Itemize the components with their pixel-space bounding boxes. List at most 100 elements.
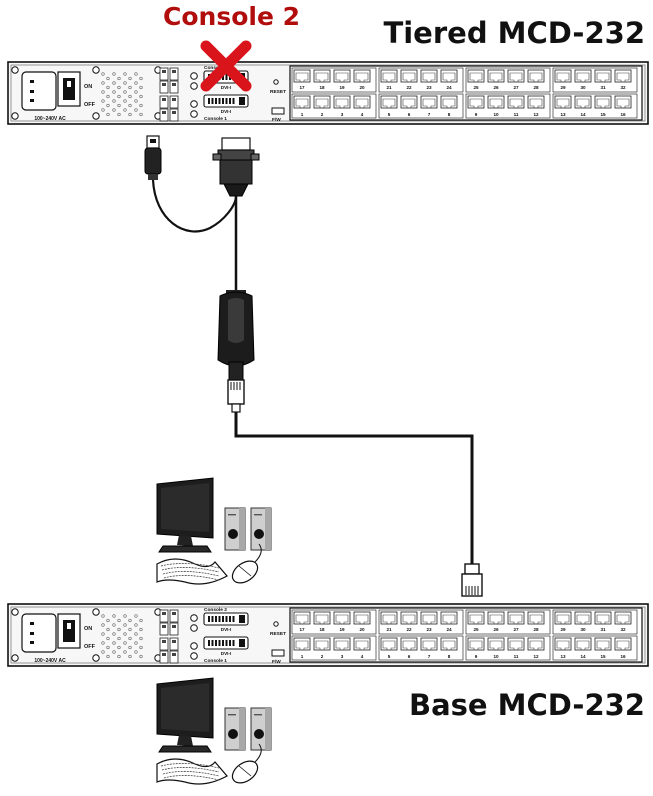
dvi-pin xyxy=(208,98,210,104)
fan-hole xyxy=(134,108,138,112)
jack xyxy=(614,637,632,651)
port-number-top: 23 xyxy=(426,627,432,632)
fan-hole xyxy=(139,636,143,641)
keyboard-keys xyxy=(163,575,220,581)
rj45-jack-icon xyxy=(293,637,311,651)
usb-plug-icon xyxy=(144,135,162,180)
rj45-jack-icon xyxy=(400,95,418,109)
jack xyxy=(400,611,418,625)
power-switch-rocker xyxy=(63,620,75,642)
dvi-pin xyxy=(208,616,210,622)
usb-port xyxy=(169,80,179,94)
jack xyxy=(487,637,505,651)
screw-icon xyxy=(11,112,19,120)
rj45-jack-icon xyxy=(574,637,592,651)
monitor-neck xyxy=(177,535,193,546)
keyboard-keys xyxy=(161,767,220,773)
port-number-bottom: 14 xyxy=(580,654,586,659)
port-group-top xyxy=(552,609,638,635)
jack xyxy=(420,69,438,83)
port-number-bottom: 6 xyxy=(408,112,411,117)
fan-hole xyxy=(101,90,105,94)
fan-hole xyxy=(106,112,110,117)
rj45-jack-icon xyxy=(353,637,371,651)
jack xyxy=(507,637,525,651)
speaker-slot xyxy=(254,514,262,516)
rj45-jack-icon xyxy=(420,611,438,625)
fan-hole xyxy=(106,654,110,659)
rj45-jack-icon xyxy=(380,611,398,625)
dvi-pin xyxy=(222,98,224,104)
dvi-pin xyxy=(225,74,228,80)
fw-switch-icon xyxy=(271,649,285,657)
rj45-jack-icon xyxy=(507,69,525,83)
port-number-top: 29 xyxy=(560,627,566,632)
jack xyxy=(333,69,351,83)
fan-hole xyxy=(112,641,116,645)
port-number-top: 31 xyxy=(600,85,606,90)
rj45-jack-icon xyxy=(527,611,545,625)
tiered-title: Tiered MCD-232 xyxy=(383,16,645,50)
screw-icon xyxy=(92,112,100,120)
jack xyxy=(400,69,418,83)
dongle-icon xyxy=(217,290,255,381)
fan-hole xyxy=(112,99,116,103)
rj45-plug-icon xyxy=(227,379,245,413)
dvi-label: DVI-I xyxy=(221,651,231,656)
screw-icon xyxy=(11,654,19,662)
rj45-jack-icon xyxy=(420,637,438,651)
panel-inner-frame xyxy=(10,64,646,122)
port-number-top: 19 xyxy=(339,627,345,632)
jack xyxy=(574,95,592,109)
jack xyxy=(333,637,351,651)
port-number-bottom: 5 xyxy=(388,112,391,117)
speaker-icon xyxy=(250,507,272,551)
port-number-bottom: 16 xyxy=(620,112,626,117)
fan-hole xyxy=(106,85,110,90)
reset-label: RESET xyxy=(270,631,286,637)
usb-port-icon xyxy=(169,650,179,664)
port-number-bottom: 1 xyxy=(301,654,304,659)
usb-port xyxy=(159,609,169,623)
mouse-body xyxy=(231,760,259,784)
fan-hole xyxy=(101,623,105,627)
workstation-tiered xyxy=(156,477,272,585)
y-cable xyxy=(151,179,238,233)
port-number-bottom: 2 xyxy=(321,112,324,117)
port-number-bottom: 9 xyxy=(475,112,478,117)
rj45-jack-icon xyxy=(574,95,592,109)
usb-port-icon xyxy=(159,650,169,664)
fan-hole xyxy=(134,623,138,627)
usb-port xyxy=(169,95,179,109)
jack xyxy=(594,637,612,651)
jack xyxy=(293,611,311,625)
rj45-jack-icon xyxy=(353,611,371,625)
jack xyxy=(554,95,572,109)
audio-jack-icon xyxy=(190,614,198,622)
jack xyxy=(467,69,485,83)
fan-hole xyxy=(112,81,116,85)
dvi-blade xyxy=(239,639,245,647)
jack xyxy=(420,637,438,651)
usb-port-icon xyxy=(169,108,179,122)
speaker-slot xyxy=(254,714,262,716)
usb-port-icon xyxy=(169,622,179,636)
rj45-jack-icon xyxy=(467,95,485,109)
mouse-button-line xyxy=(238,565,252,577)
fan-hole xyxy=(128,76,132,81)
rj45-jack-icon xyxy=(380,95,398,109)
fan-hole xyxy=(123,108,127,112)
dvi-label: DVI-I xyxy=(221,85,231,90)
fan-hole xyxy=(139,618,143,623)
keyboard-keys xyxy=(162,571,220,577)
dvi-pin xyxy=(225,616,228,622)
on-label: ON xyxy=(84,626,92,632)
dvi-pin xyxy=(218,98,221,104)
fan-hole xyxy=(128,636,132,641)
power-label: 100~240V AC xyxy=(34,658,66,664)
rj45-jack-icon xyxy=(293,69,311,83)
jack xyxy=(380,611,398,625)
port-number-top: 18 xyxy=(319,85,325,90)
port-number-bottom: 12 xyxy=(533,112,539,117)
port-number-top: 30 xyxy=(580,85,586,90)
